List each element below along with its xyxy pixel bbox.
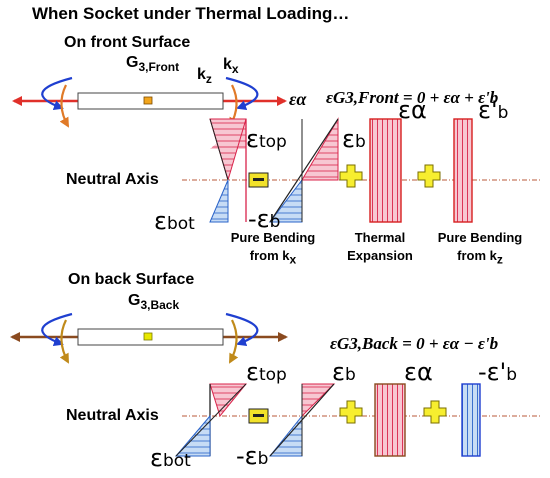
front-neutral-axis-label: Neutral Axis xyxy=(66,171,159,188)
front-kz-moment-left xyxy=(59,84,69,128)
front-eps-bot-label: εbot xyxy=(154,207,195,235)
front-eps-b-label: εb xyxy=(342,125,366,153)
back-thermal-expansion-diagram xyxy=(374,383,406,457)
back-kx-moment-right xyxy=(225,312,259,346)
front-plus-sign-1 xyxy=(339,164,363,188)
front-kx-moment-left xyxy=(41,76,73,110)
front-thermal-expansion-diagram xyxy=(369,118,402,223)
front-kx-moment-right xyxy=(225,76,259,110)
front-bending-kx-diagram xyxy=(268,117,339,223)
back-kx-moment-left xyxy=(41,312,73,346)
back-gauge-label: G3,Back xyxy=(128,292,180,313)
back-kz-moment-left xyxy=(59,319,69,364)
page-title: When Socket under Thermal Loading… xyxy=(32,4,350,23)
back-heading: On back Surface xyxy=(68,271,195,288)
back-eps-top-label: εtop xyxy=(246,358,287,386)
front-alpha-label: εα xyxy=(289,89,307,109)
front-equation: εG3,Front = 0 + εα + ε'b xyxy=(326,88,499,107)
back-kz-moment-right xyxy=(229,319,239,364)
back-bending-kx-diagram xyxy=(268,383,336,457)
front-plus-sign-2 xyxy=(417,164,441,188)
back-total-compression-region xyxy=(174,414,211,457)
front-eps-b-prime-label: ε'b xyxy=(478,96,509,124)
front-eps-alpha-label: εα xyxy=(398,96,427,124)
back-minus-sign xyxy=(248,408,269,424)
front-kx-label: kx xyxy=(223,56,239,77)
back-bending-kz-diagram xyxy=(461,383,481,457)
front-bending-kz-diagram xyxy=(453,118,473,223)
front-beam-group xyxy=(12,76,287,128)
back-strain-gauge xyxy=(143,332,153,341)
caption-thermal-expansion: Thermal Expansion xyxy=(347,230,413,263)
front-eps-top-label: εtop xyxy=(246,125,287,153)
back-eps-b-label: εb xyxy=(332,358,356,386)
front-kz-label: kz xyxy=(197,66,212,87)
front-bending-kx-tension xyxy=(301,117,339,181)
back-total-tension-wedge xyxy=(209,383,248,418)
front-strain-gauge xyxy=(143,96,153,105)
front-neg-eps-b-label: -εb xyxy=(248,205,281,233)
front-total-strain-diagram xyxy=(209,118,247,223)
back-equation: εG3,Back = 0 + εα − ε'b xyxy=(330,334,499,353)
caption-pure-bending-kz: Pure Bending from kz xyxy=(437,230,523,267)
back-plus-sign-1 xyxy=(339,400,363,424)
back-plus-sign-2 xyxy=(423,400,447,424)
back-total-strain-diagram xyxy=(174,383,248,457)
back-neg-eps-b-label: -εb xyxy=(236,442,269,470)
front-gauge-label: G3,Front xyxy=(126,54,180,75)
back-eps-alpha-label: εα xyxy=(404,358,433,386)
front-heading: On front Surface xyxy=(64,34,191,51)
back-neutral-axis-label: Neutral Axis xyxy=(66,407,159,424)
front-minus-sign xyxy=(248,172,269,188)
back-eps-bot-label: εbot xyxy=(150,444,191,472)
back-beam-group xyxy=(10,312,288,364)
back-neg-eps-b-prime-label: -ε'b xyxy=(478,358,518,386)
caption-pure-bending-kx: Pure Bending from kx xyxy=(230,230,316,267)
